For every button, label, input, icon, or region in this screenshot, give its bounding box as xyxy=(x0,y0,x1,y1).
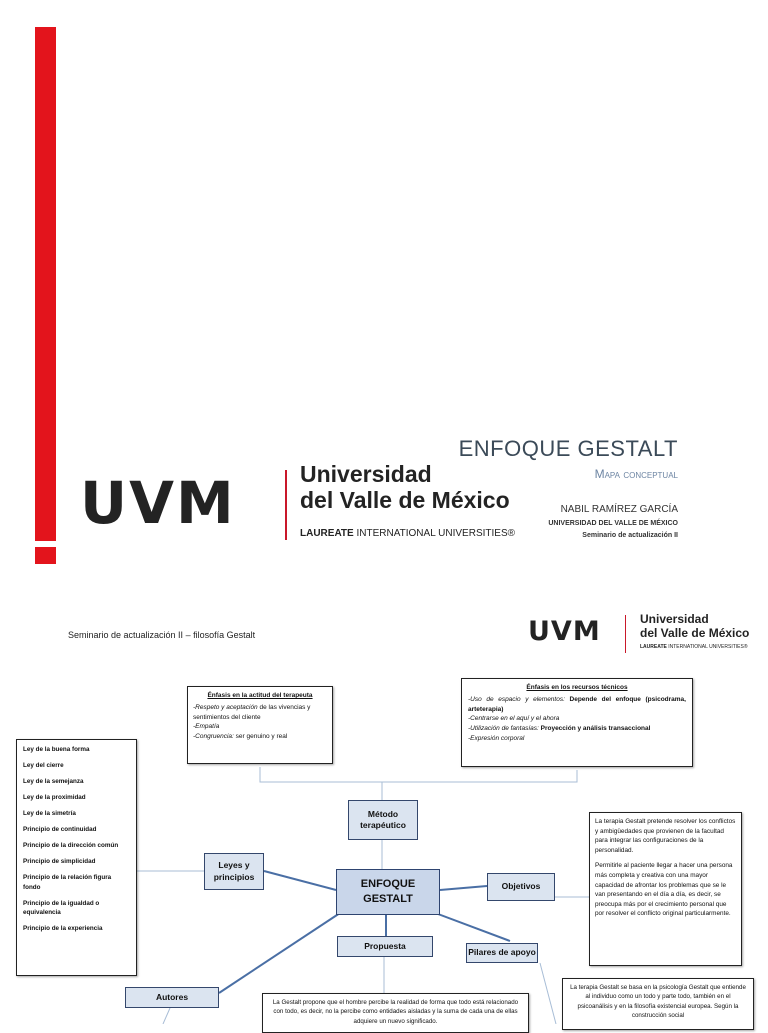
recursos-item-espacio: -Uso de espacio y elementos: Depende del… xyxy=(468,695,686,713)
node-autores: Autores xyxy=(125,987,219,1008)
law-item: Principio de continuidad xyxy=(23,826,97,834)
node-objetivos: Objetivos xyxy=(487,873,555,901)
uvm-logo-mark: UVM xyxy=(80,469,236,537)
law-item: Ley de la simetría xyxy=(23,810,76,818)
link-pilares-text xyxy=(539,962,557,1024)
page-header: Seminario de actualización II – filosofí… xyxy=(68,630,256,640)
objetivos-paragraph-2: Permitirle al paciente llegar a hacer un… xyxy=(595,862,733,918)
link-center-objetivos xyxy=(439,885,488,891)
logo-name-line1-small: Universidad xyxy=(640,612,709,626)
objetivos-text-box: La terapia Gestalt pretende resolver los… xyxy=(589,812,742,966)
pilares-text-box: La terapia Gestalt se basa en la psicolo… xyxy=(562,978,754,1030)
laureate-tagline: LAUREATE INTERNATIONAL UNIVERSITIES® xyxy=(300,528,515,539)
law-item: Principio de la igualdad o equivalencia xyxy=(23,899,100,917)
recursos-heading: Énfasis en los recursos técnicos xyxy=(526,684,628,691)
law-item: Principio de la experiencia xyxy=(23,925,103,933)
logo-name-line2-small: del Valle de México xyxy=(640,626,750,640)
law-item: Ley de la proximidad xyxy=(23,794,86,802)
logo-divider xyxy=(285,470,287,540)
recursos-item-fantasias: -Utilización de fantasías: Proyección y … xyxy=(468,725,651,732)
node-leyes: Leyes y principios xyxy=(204,853,264,890)
link-metodo-recursos xyxy=(382,770,578,783)
recursos-box: Énfasis en los recursos técnicos -Uso de… xyxy=(461,678,693,767)
node-propuesta: Propuesta xyxy=(337,936,433,957)
link-center-leyes xyxy=(263,870,337,891)
link-autores-down xyxy=(162,1007,171,1024)
red-accent-square xyxy=(35,547,56,564)
university-name: UNIVERSIDAD DEL VALLE DE MÉXICO xyxy=(548,520,678,527)
logo-name-line2: del Valle de México xyxy=(300,487,510,513)
red-accent-bar xyxy=(35,27,56,541)
laws-box: Ley de la buena forma Ley del cierre Ley… xyxy=(16,739,137,976)
author-name: NABIL RAMÍREZ GARCÍA xyxy=(560,504,678,515)
pilares-paragraph: La terapia Gestalt se basa en la psicolo… xyxy=(570,984,746,1019)
laureate-tagline-small: LAUREATE INTERNATIONAL UNIVERSITIES® xyxy=(640,644,748,650)
law-item: Principio de la dirección común xyxy=(23,842,119,850)
law-item: Ley de la semejanza xyxy=(23,778,84,786)
propuesta-paragraph: La Gestalt propone que el hombre percibe… xyxy=(272,999,519,1025)
logo-name-line1: Universidad xyxy=(300,461,432,487)
law-item: Principio de la relación figura fondo xyxy=(23,874,112,891)
slide-title: ENFOQUE GESTALT xyxy=(458,436,678,461)
law-item: Ley del cierre xyxy=(23,762,64,770)
propuesta-text-box: La Gestalt propone que el hombre percibe… xyxy=(262,993,529,1033)
recursos-item-expresion: -Expresión corporal xyxy=(468,734,525,742)
law-item: Ley de la buena forma xyxy=(23,746,90,753)
objetivos-paragraph-1: La terapia Gestalt pretende resolver los… xyxy=(595,818,736,854)
seminar-name: Seminario de actualización II xyxy=(582,532,678,539)
actitud-item-respeto: -Respeto y aceptación de las vivencias y… xyxy=(193,703,311,721)
node-metodo: Método terapéutico xyxy=(348,800,418,840)
slide-subtitle: Mapa conceptual xyxy=(594,467,678,481)
recursos-item-aqui-ahora: -Centrarse en el aquí y el ahora xyxy=(468,715,560,723)
link-center-pilares xyxy=(429,910,511,942)
node-pilares: Pilares de apoyo xyxy=(466,943,538,963)
node-enfoque-gestalt: ENFOQUE GESTALT xyxy=(336,869,440,915)
actitud-heading: Énfasis en la actitud del terapeuta xyxy=(207,692,313,699)
uvm-logo-mark-small: UVM xyxy=(528,616,601,647)
actitud-item-congruencia: -Congruencia: ser genuino y real xyxy=(193,733,288,740)
link-metodo-actitud xyxy=(259,767,383,800)
law-item: Principio de simplicidad xyxy=(23,858,96,866)
actitud-item-empatia: -Empatía xyxy=(193,723,220,731)
link-center-autores xyxy=(218,912,341,994)
logo-divider-small xyxy=(625,615,626,653)
actitud-box: Énfasis en la actitud del terapeuta -Res… xyxy=(187,686,333,764)
